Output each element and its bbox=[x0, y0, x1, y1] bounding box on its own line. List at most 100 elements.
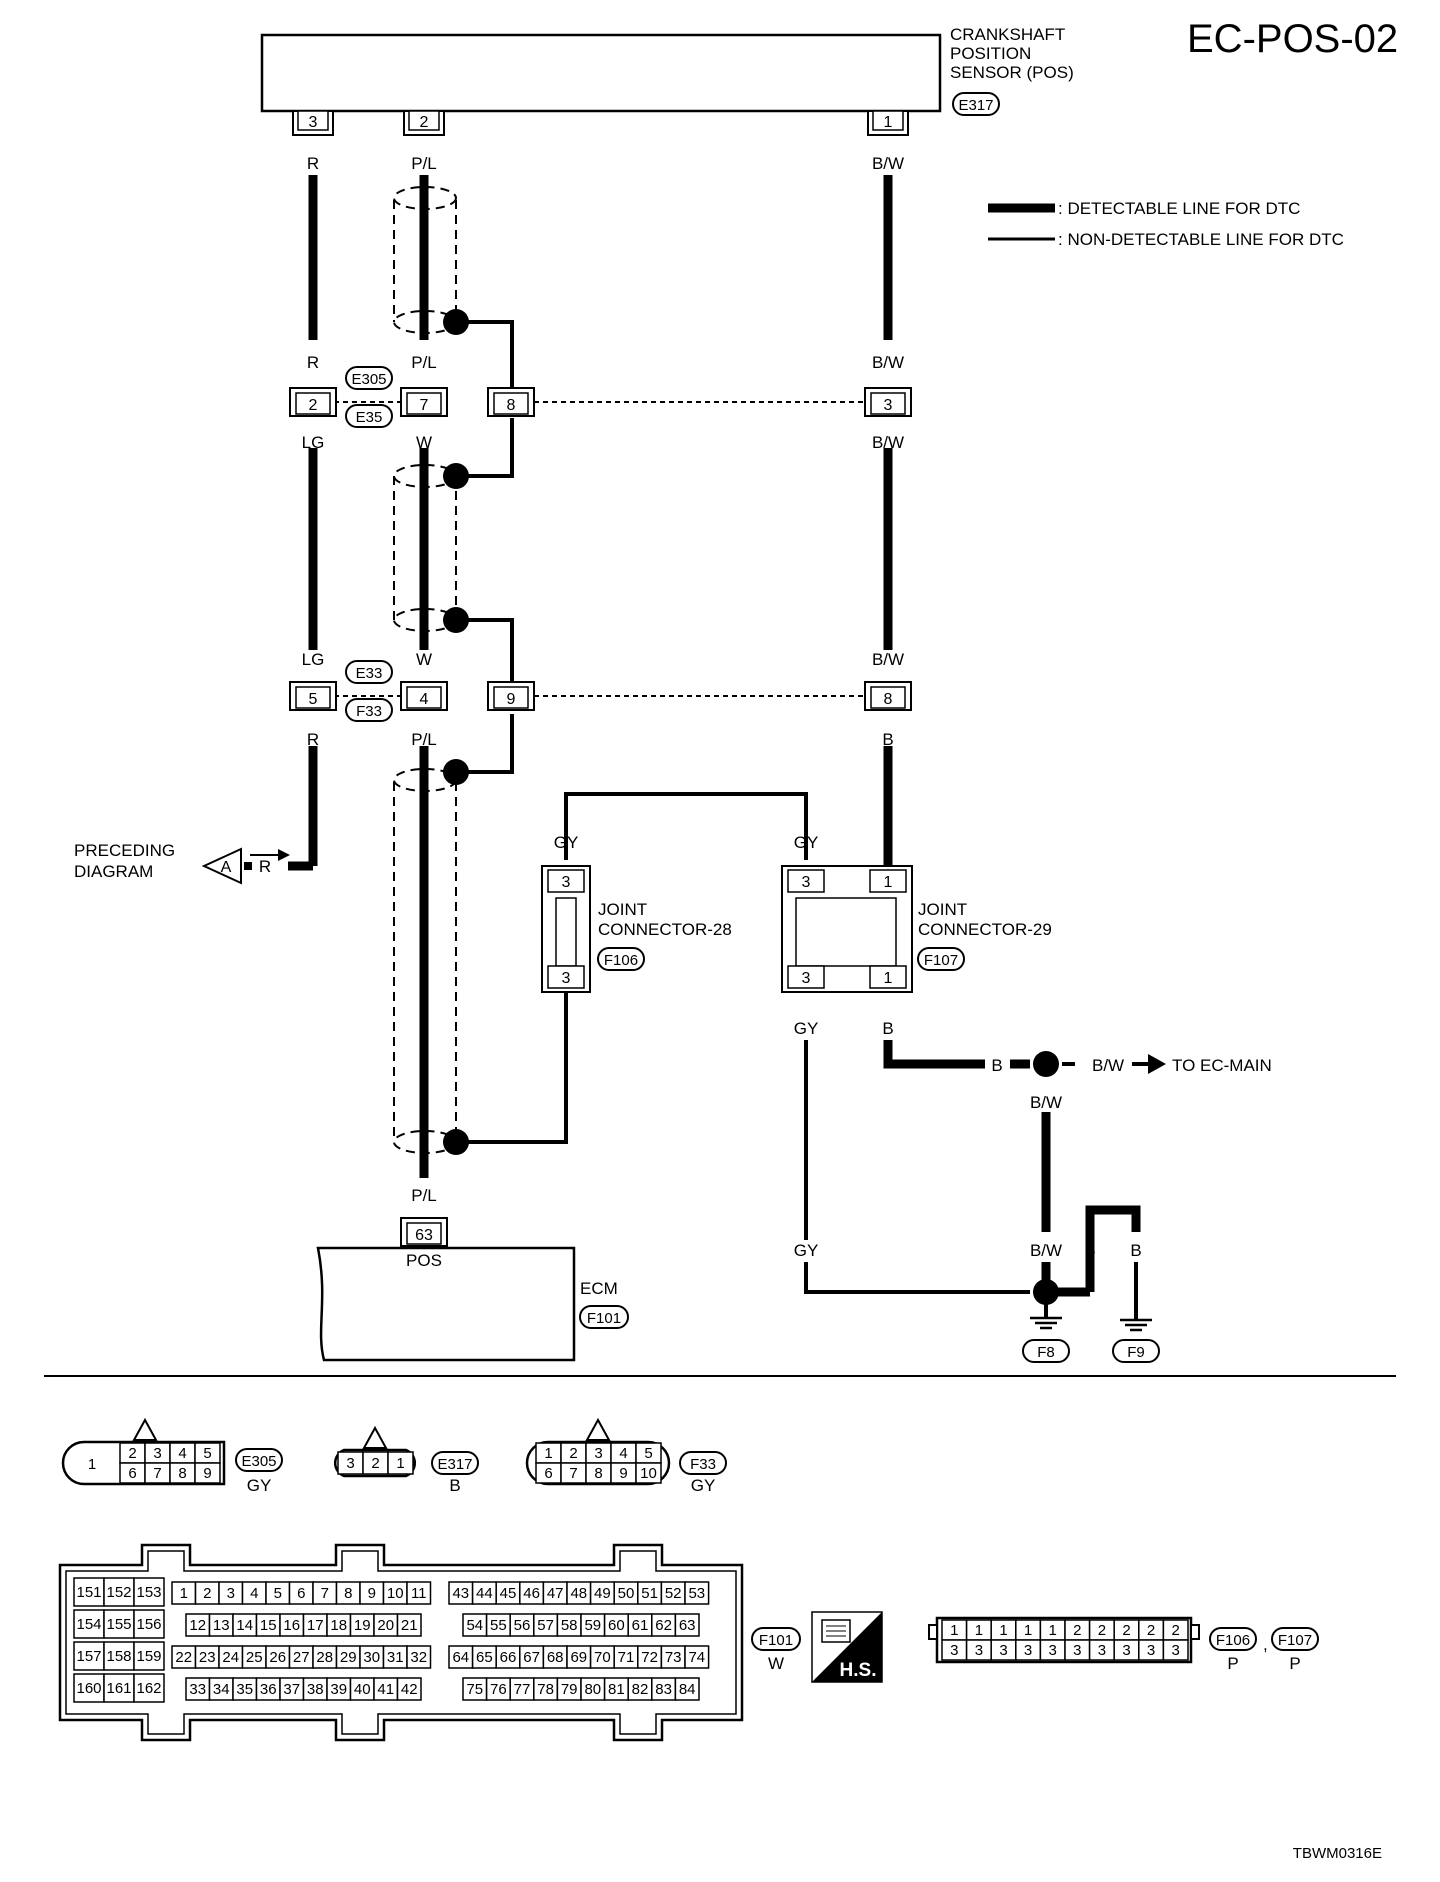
j29-pin-3-bottom: 3 bbox=[802, 970, 811, 987]
pos-sensor-label-1: CRANKSHAFT bbox=[950, 25, 1065, 44]
ecm-pin-63: 63 bbox=[415, 1227, 433, 1244]
f101-pin-33: 33 bbox=[189, 1681, 206, 1698]
f101-pin-66: 66 bbox=[500, 1649, 517, 1666]
f106-f107-separator: , bbox=[1263, 1635, 1268, 1654]
f101-pin-58: 58 bbox=[561, 1617, 578, 1634]
f101-pin-156-cell bbox=[133, 1609, 165, 1639]
f101-pin-62: 62 bbox=[655, 1617, 672, 1634]
wire-label-bw-2: B/W bbox=[872, 353, 904, 372]
f101-pin-45: 45 bbox=[500, 1585, 517, 1602]
j29-label-1: JOINT bbox=[918, 900, 967, 919]
f101-pin-18: 18 bbox=[330, 1617, 347, 1634]
f101-pin-74-cell bbox=[684, 1645, 710, 1669]
f101-pin-54: 54 bbox=[466, 1617, 483, 1634]
f101-pin-34: 34 bbox=[213, 1681, 230, 1698]
wire-label-pl-3: P/L bbox=[411, 730, 437, 749]
j28-pin-bottom: 3 bbox=[562, 970, 571, 987]
e305-color: GY bbox=[247, 1476, 272, 1495]
ecm-pin-label: POS bbox=[406, 1251, 442, 1270]
joint-connector-29: 3 1 3 1 JOINT CONNECTOR-29 F107 bbox=[781, 865, 1052, 993]
f101-pin-52: 52 bbox=[665, 1585, 682, 1602]
j29-pin-1-top: 1 bbox=[884, 874, 893, 891]
joint-connector-28: 3 3 JOINT CONNECTOR-28 F106 bbox=[541, 865, 732, 993]
f101-pin-26: 26 bbox=[269, 1649, 286, 1666]
f101-pin-161-cell bbox=[103, 1673, 135, 1703]
e305-pin-2: 2 bbox=[128, 1445, 136, 1462]
f106-pin-2: 2 bbox=[1098, 1622, 1106, 1639]
wire-b-ground bbox=[883, 1040, 1141, 1292]
f33-pin-4: 4 bbox=[619, 1445, 627, 1462]
wire-label-b-2: B bbox=[882, 1019, 893, 1038]
f101-pin-5: 5 bbox=[274, 1585, 282, 1602]
f101-pin-84: 84 bbox=[679, 1681, 696, 1698]
arrow-right-icon bbox=[278, 849, 290, 861]
hs-label: H.S. bbox=[840, 1660, 877, 1681]
f101-pin-73: 73 bbox=[665, 1649, 682, 1666]
f101-pin-40: 40 bbox=[354, 1681, 371, 1698]
f106-pin-2: 2 bbox=[1073, 1622, 1081, 1639]
ground-f9-text: F9 bbox=[1127, 1344, 1145, 1361]
pos-sensor-label-3: SENSOR (POS) bbox=[950, 63, 1074, 82]
ground-f9: F9 bbox=[1112, 1318, 1160, 1363]
f33-pin-9: 9 bbox=[619, 1465, 627, 1482]
harness-side-icon: H.S. bbox=[811, 1611, 883, 1683]
f101-pin-79: 79 bbox=[561, 1681, 578, 1698]
f106-pin-2: 2 bbox=[1147, 1622, 1155, 1639]
f101-pin-67: 67 bbox=[523, 1649, 540, 1666]
f101-pin-19: 19 bbox=[354, 1617, 371, 1634]
f106-pin-3: 3 bbox=[1049, 1642, 1057, 1659]
connector-tag-f33 bbox=[345, 698, 393, 722]
f101-pin-152: 152 bbox=[106, 1584, 131, 1601]
ecm: 63 POS ECM F101 bbox=[316, 1217, 629, 1362]
e305-pin-5: 5 bbox=[203, 1445, 211, 1462]
e305-pin-1: 1 bbox=[88, 1456, 96, 1473]
f101-pin-65: 65 bbox=[476, 1649, 493, 1666]
f33-pin-5: 5 bbox=[644, 1445, 652, 1462]
f101-tag-text: F101 bbox=[759, 1632, 793, 1649]
f33-pin-10-cell bbox=[635, 1462, 662, 1484]
connector-tag-f101 bbox=[579, 1305, 629, 1329]
f106-pin-3-cell bbox=[1162, 1639, 1189, 1661]
wire-label-bw-5: B/W bbox=[1030, 1093, 1062, 1112]
f101-pin-29: 29 bbox=[340, 1649, 357, 1666]
f101-pin-76: 76 bbox=[490, 1681, 507, 1698]
wire-label-pl-top: P/L bbox=[411, 154, 437, 173]
e305-pin-4: 4 bbox=[178, 1445, 186, 1462]
wire-label-r-top: R bbox=[307, 154, 319, 173]
wire-label-b-3: B bbox=[991, 1056, 1002, 1075]
e305-pin-8: 8 bbox=[178, 1465, 186, 1482]
e305-tag bbox=[235, 1448, 283, 1472]
f101-pin-17: 17 bbox=[307, 1617, 324, 1634]
wire-label-bw-6: B/W bbox=[1030, 1241, 1062, 1260]
wire-label-w-1: W bbox=[416, 433, 432, 452]
wire-label-bw-main: B/W bbox=[1092, 1056, 1124, 1075]
e305-pin-9-cell bbox=[194, 1462, 221, 1484]
connector-tag-e33-text: E33 bbox=[356, 665, 383, 682]
connector-tag-f106 bbox=[597, 947, 645, 971]
connector-tag-f33-text: F33 bbox=[356, 703, 382, 720]
connector-row-lower: 5 4 9 8 E33 F33 bbox=[289, 660, 912, 722]
f33-pin-1: 1 bbox=[544, 1445, 552, 1462]
to-ec-main-link[interactable]: TO EC-MAIN bbox=[1172, 1056, 1272, 1075]
f107-color: P bbox=[1289, 1654, 1300, 1673]
wire-label-b-4: B bbox=[1084, 1241, 1095, 1260]
f101-pin-160: 160 bbox=[76, 1680, 101, 1697]
f106-pin-2: 2 bbox=[1122, 1622, 1130, 1639]
page-title: EC-POS-02 bbox=[1187, 17, 1398, 61]
wire-label-bw-top: B/W bbox=[872, 154, 904, 173]
connector-tag-f101-text: F101 bbox=[587, 1310, 621, 1327]
f101-pin-30: 30 bbox=[363, 1649, 380, 1666]
f101-pin-51: 51 bbox=[641, 1585, 658, 1602]
preceding-diagram-link[interactable]: PRECEDING DIAGRAM A R bbox=[74, 841, 290, 885]
wire-label-bw-3: B/W bbox=[872, 433, 904, 452]
f106-pin-3: 3 bbox=[975, 1642, 983, 1659]
f33-pin-6: 6 bbox=[544, 1465, 552, 1482]
f101-pin-2: 2 bbox=[203, 1585, 211, 1602]
f101-pin-63: 63 bbox=[679, 1617, 696, 1634]
e317-pin-3: 3 bbox=[346, 1455, 354, 1472]
f33-tag bbox=[679, 1451, 727, 1475]
